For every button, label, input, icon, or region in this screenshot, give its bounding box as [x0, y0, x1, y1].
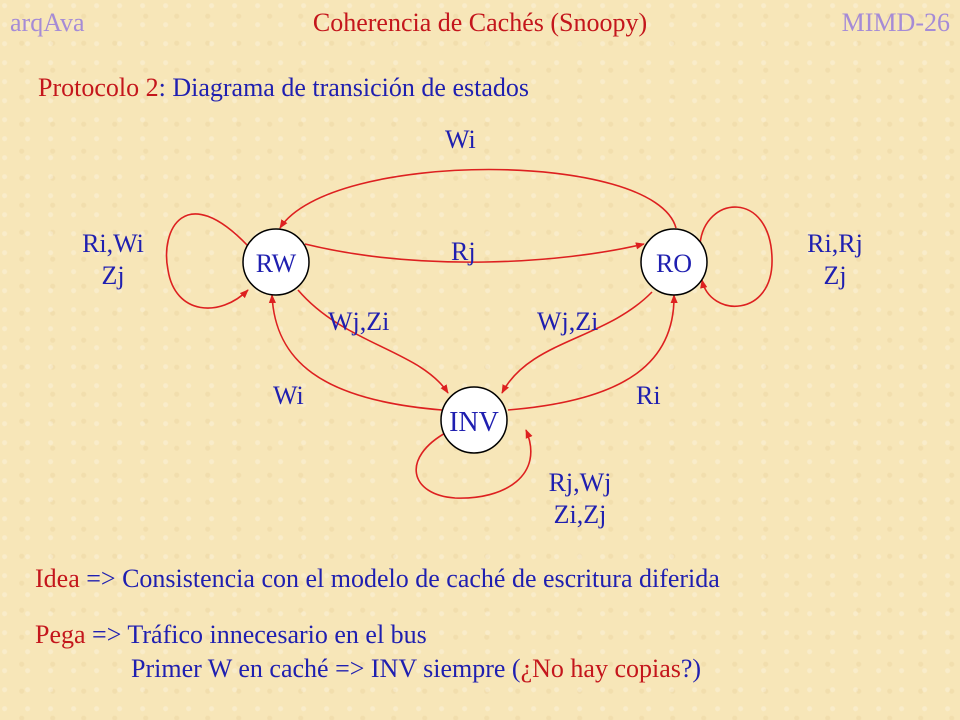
- label-rw-loop: Ri,Wi Zj: [68, 228, 158, 292]
- subtitle-protocol: Protocolo 2: [38, 73, 159, 102]
- edge-rw-ro-rj: [304, 242, 645, 263]
- state-node-inv: [440, 386, 508, 454]
- edge-inv-loop: [415, 429, 533, 499]
- note-pega-label: Pega: [35, 620, 86, 649]
- label-rw-loop-line1: Ri,Wi: [82, 229, 144, 258]
- label-inv-rw: Wi: [273, 381, 304, 410]
- state-node-rw: [242, 228, 310, 296]
- note-no-copies: ¿No hay copias: [520, 654, 681, 683]
- edge-rw-loop: [165, 213, 249, 309]
- note-idea-text: Consistencia con el modelo de caché de e…: [122, 564, 720, 593]
- label-rw-loop-line2: Zj: [101, 261, 125, 290]
- state-node-ro: [640, 228, 708, 296]
- note-first-write: Primer W en caché => INV siempre (¿No ha…: [131, 653, 701, 685]
- label-ro-inv: Wj,Zi: [537, 307, 599, 336]
- course-label: arqAva: [10, 8, 85, 37]
- label-inv-loop-line1: Rj,Wj: [548, 468, 612, 497]
- note-pega-text: Tráfico innecesario en el bus: [127, 620, 427, 649]
- label-ro-loop: Ri,Rj Zj: [790, 228, 880, 292]
- subtitle: Protocolo 2: Diagrama de transición de e…: [38, 73, 529, 103]
- note-pega: Pega => Tráfico innecesario en el bus: [35, 619, 427, 651]
- note-pega-arrow: =>: [85, 620, 128, 649]
- edge-inv-ro: [507, 294, 678, 411]
- note-idea: Idea => Consistencia con el modelo de ca…: [35, 563, 720, 595]
- state-inv-label: INV: [449, 407, 499, 438]
- note-idea-arrow: =>: [79, 564, 123, 593]
- label-ro-loop-line1: Ri,Rj: [807, 229, 863, 258]
- label-inv-ro: Ri: [636, 381, 661, 410]
- edge-ro-rw-wi: [279, 168, 677, 229]
- label-top-wi: Wi: [445, 125, 476, 154]
- slide-number: MIMD-26: [841, 8, 950, 37]
- edge-rw-inv: [297, 289, 449, 394]
- note-first-write-end: ?): [680, 654, 702, 683]
- note-idea-label: Idea: [35, 564, 80, 593]
- note-first-write-text: Primer W en caché => INV siempre (: [131, 654, 521, 683]
- label-inv-loop: Rj,Wj Zi,Zj: [530, 467, 630, 531]
- state-rw-label: RW: [256, 249, 297, 278]
- state-ro-label: RO: [656, 249, 692, 278]
- label-rj: Rj: [451, 237, 476, 266]
- slide-title: Coherencia de Cachés (Snoopy): [312, 8, 648, 37]
- label-ro-loop-line2: Zj: [823, 261, 847, 290]
- label-rw-inv: Wj,Zi: [328, 307, 390, 336]
- subtitle-description: : Diagrama de transición de estados: [158, 73, 529, 102]
- label-inv-loop-line2: Zi,Zj: [553, 500, 607, 529]
- edge-ro-loop: [699, 206, 773, 307]
- edge-inv-rw: [268, 294, 443, 411]
- edge-ro-inv: [501, 291, 653, 394]
